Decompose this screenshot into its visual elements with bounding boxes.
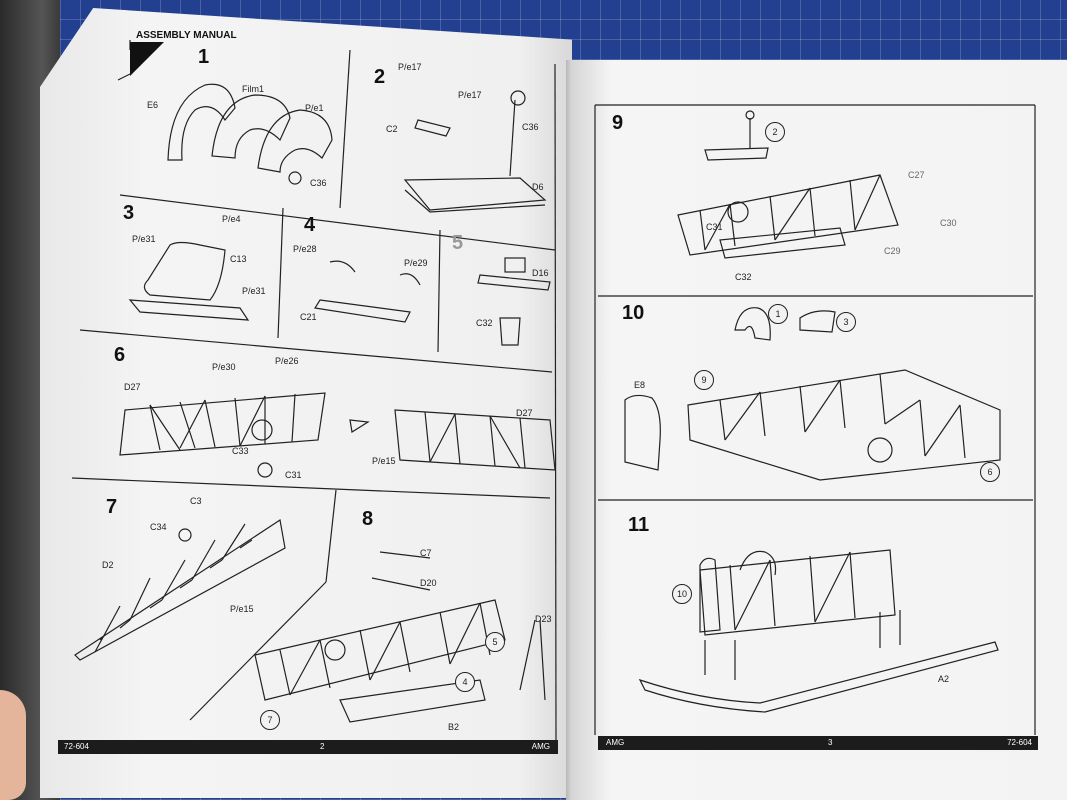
label-d27: D27 [516, 408, 533, 418]
footer-page-number: 3 [828, 738, 833, 747]
callout-circle-7: 7 [260, 710, 280, 730]
callout-circle-4: 4 [455, 672, 475, 692]
label-film1: Film1 [242, 84, 264, 94]
callout-circle-2: 2 [765, 122, 785, 142]
label-c3: C3 [190, 496, 202, 506]
label-c13: C13 [230, 254, 247, 264]
footer-code: 72-604 [1007, 738, 1032, 747]
label-d6: D6 [532, 182, 544, 192]
header-triangle [130, 42, 164, 76]
label-c31: C31 [706, 222, 723, 232]
step-11-number: 11 [628, 514, 650, 536]
label-d27: D27 [124, 382, 141, 392]
label-e8: E8 [634, 380, 646, 390]
finger [0, 690, 26, 800]
right-page-footer: AMG 3 72-604 [598, 736, 1038, 750]
step-1-number: 1 [198, 46, 210, 68]
label-c7: C7 [420, 548, 432, 558]
label-pe26: P/e26 [275, 356, 299, 366]
callout-circle-10: 10 [672, 584, 692, 604]
callout-circle-3: 3 [836, 312, 856, 332]
label-pe29: P/e29 [404, 258, 428, 268]
label-pe31: P/e31 [132, 234, 156, 244]
label-d16: D16 [532, 268, 549, 278]
step-8-number: 8 [362, 508, 374, 530]
label-c27: C27 [908, 170, 925, 180]
step-3-number: 3 [123, 202, 135, 224]
manual-header: ASSEMBLY MANUAL [136, 30, 237, 41]
label-pe17: P/e17 [398, 62, 422, 72]
label-pe15: P/e15 [230, 604, 254, 614]
callout-circle-9: 9 [694, 370, 714, 390]
label-pe17: P/e17 [458, 90, 482, 100]
step-10-number: 10 [622, 302, 645, 324]
footer-brand: AMG [531, 742, 550, 751]
label-pe28: P/e28 [293, 244, 317, 254]
book-spine [566, 60, 576, 800]
step-4-number: 4 [304, 214, 316, 236]
label-c2: C2 [386, 124, 398, 134]
callout-circle-6: 6 [980, 462, 1000, 482]
label-pe31: P/e31 [242, 286, 266, 296]
label-pe1: P/e1 [305, 103, 324, 113]
manual-page-right [572, 60, 1067, 800]
label-pe4: P/e4 [222, 214, 241, 224]
label-c36: C36 [310, 178, 327, 188]
label-c32: C32 [735, 272, 752, 282]
label-d20: D20 [420, 578, 437, 588]
label-c33: C33 [232, 446, 249, 456]
step-9-number: 9 [612, 112, 624, 134]
label-c34: C34 [150, 522, 167, 532]
label-c30: C30 [940, 218, 957, 228]
footer-code: 72-604 [64, 742, 89, 751]
callout-circle-5: 5 [485, 632, 505, 652]
label-pe30: P/e30 [212, 362, 236, 372]
label-c29: C29 [884, 246, 901, 256]
label-c31: C31 [285, 470, 302, 480]
callout-circle-1: 1 [768, 304, 788, 324]
label-e6: E6 [147, 100, 159, 110]
label-pe15: P/e15 [372, 456, 396, 466]
label-b2: B2 [448, 722, 460, 732]
label-c36: C36 [522, 122, 539, 132]
label-d2: D2 [102, 560, 114, 570]
label-d23: D23 [535, 614, 552, 624]
footer-page-number: 2 [320, 742, 325, 751]
footer-brand: AMG [606, 738, 625, 747]
label-c21: C21 [300, 312, 317, 322]
label-a2: A2 [938, 674, 950, 684]
left-page-footer: 72-604 2 AMG [58, 740, 558, 754]
label-c32: C32 [476, 318, 493, 328]
step-7-number: 7 [106, 496, 118, 518]
step-6-number: 6 [114, 344, 126, 366]
step-2-number: 2 [374, 66, 386, 88]
step-5-number: 5 [452, 232, 464, 254]
